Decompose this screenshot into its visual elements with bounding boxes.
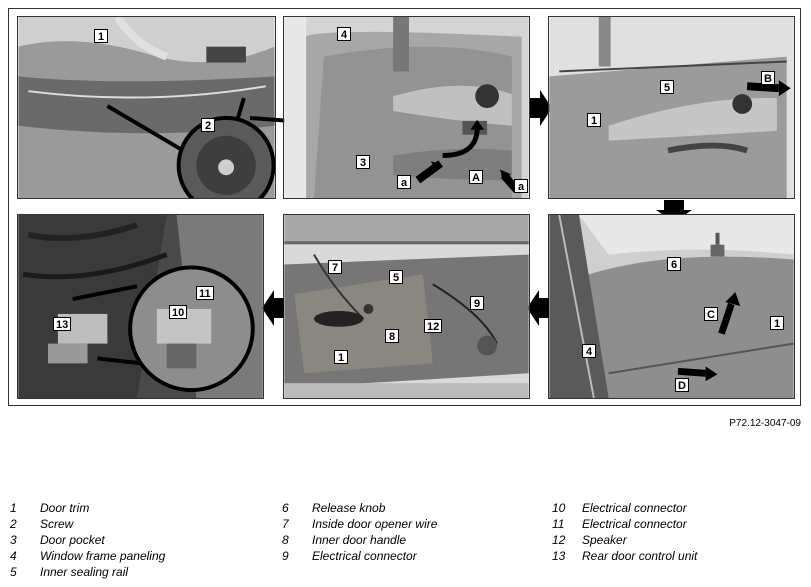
panel-door-trim-screw: 1 2 [17, 16, 276, 199]
legend-text: Window frame paneling [40, 549, 166, 563]
legend-number: 2 [10, 517, 17, 531]
legend-number: 5 [10, 565, 17, 579]
legend-number: 1 [10, 501, 17, 515]
legend-text: Speaker [582, 533, 627, 547]
callout-electrical-connector-11: 11 [196, 286, 214, 300]
callout-door-trim: 1 [334, 350, 348, 364]
legend-text: Release knob [312, 501, 386, 515]
callout-inner-door-handle: 8 [385, 329, 399, 343]
callout-window-frame-paneling: 4 [337, 27, 351, 41]
callout-release-knob: 6 [667, 257, 681, 271]
legend-item: 4 Window frame paneling [10, 548, 165, 564]
panel-3-illustration [549, 17, 794, 198]
legend-text: Electrical connector [312, 549, 417, 563]
legend-item: 8 Inner door handle [282, 532, 437, 548]
callout-window-frame-paneling: 4 [582, 344, 596, 358]
callout-screw: 2 [201, 118, 215, 132]
callout-inner-sealing-rail: 5 [389, 270, 403, 284]
callout-clip-a-right: a [514, 179, 528, 193]
legend-item: 3 Door pocket [10, 532, 165, 548]
panel-2-illustration [284, 17, 529, 198]
legend-item: 10 Electrical connector [552, 500, 697, 516]
legend-number: 11 [552, 517, 565, 531]
callout-door-trim: 1 [587, 113, 601, 127]
callout-door-pocket: 3 [356, 155, 370, 169]
legend-number: 10 [552, 501, 566, 515]
legend-item: 7 Inside door opener wire [282, 516, 437, 532]
panel-inner-sealing-rail: 5 1 B [548, 16, 795, 199]
legend-item: 12 Speaker [552, 532, 697, 548]
legend-number: 4 [10, 549, 17, 563]
legend-number: 3 [10, 533, 17, 547]
legend-column-1: 1 Door trim 2 Screw 3 Door pocket 4 Window f… [10, 500, 165, 580]
callout-direction-D: D [675, 378, 689, 392]
legend-text: Inner sealing rail [40, 565, 129, 579]
callout-direction-C: C [704, 307, 718, 321]
callout-door-trim: 1 [94, 29, 108, 43]
panel-1-illustration [18, 17, 275, 198]
legend-number: 13 [552, 549, 566, 563]
legend-item: 9 Electrical connector [282, 548, 437, 564]
figure-reference: P72.12-3047-09 [729, 418, 801, 429]
panel-door-internals: 7 5 9 8 12 1 [283, 214, 530, 399]
legend-number: 12 [552, 533, 566, 547]
flow-arrow-left [262, 290, 284, 326]
callout-direction-B: B [761, 71, 775, 85]
legend-item: 6 Release knob [282, 500, 437, 516]
callout-speaker: 12 [424, 319, 443, 333]
legend-text: Inside door opener wire [312, 517, 438, 531]
panel-window-frame-paneling: 4 3 a A a [283, 16, 530, 199]
legend-number: 6 [282, 501, 289, 515]
panel-5-illustration [284, 215, 529, 398]
legend-text: Rear door control unit [582, 549, 698, 563]
legend-text: Electrical connector [582, 517, 687, 531]
flow-arrow-left [527, 290, 549, 326]
callout-electrical-connector-9: 9 [470, 296, 484, 310]
legend-item: 11 Electrical connector [552, 516, 697, 532]
callout-direction-A: A [469, 170, 483, 184]
callout-clip-a-left: a [397, 175, 411, 189]
legend-item: 1 Door trim [10, 500, 165, 516]
callout-electrical-connector-10: 10 [169, 305, 188, 319]
panel-rear-door-control-unit: 13 11 10 [17, 214, 264, 399]
panel-4-illustration [549, 215, 794, 398]
callout-inner-sealing-rail: 5 [660, 80, 674, 94]
legend: 1 Door trim 2 Screw 3 Door pocket 4 Window f… [10, 500, 800, 584]
legend-text: Door pocket [40, 533, 105, 547]
panel-6-illustration [18, 215, 263, 398]
callout-inside-door-opener-wire: 7 [328, 260, 342, 274]
callout-door-trim: 1 [770, 316, 784, 330]
panel-release-knob: 6 C 1 4 D [548, 214, 795, 399]
legend-number: 8 [282, 533, 289, 547]
legend-column-2: 6 Release knob 7 Inside door opener wire 8… [282, 500, 437, 564]
legend-item: 2 Screw [10, 516, 165, 532]
legend-number: 9 [282, 549, 289, 563]
legend-text: Screw [40, 517, 74, 531]
callout-rear-door-control-unit: 13 [53, 317, 72, 331]
flow-arrow-down [656, 200, 692, 222]
legend-text: Inner door handle [312, 533, 407, 547]
legend-number: 7 [282, 517, 289, 531]
legend-text: Door trim [40, 501, 90, 515]
legend-item: 13 Rear door control unit [552, 548, 697, 564]
legend-item: 5 Inner sealing rail [10, 564, 165, 580]
flow-arrow-right [530, 90, 552, 126]
legend-text: Electrical connector [582, 501, 687, 515]
